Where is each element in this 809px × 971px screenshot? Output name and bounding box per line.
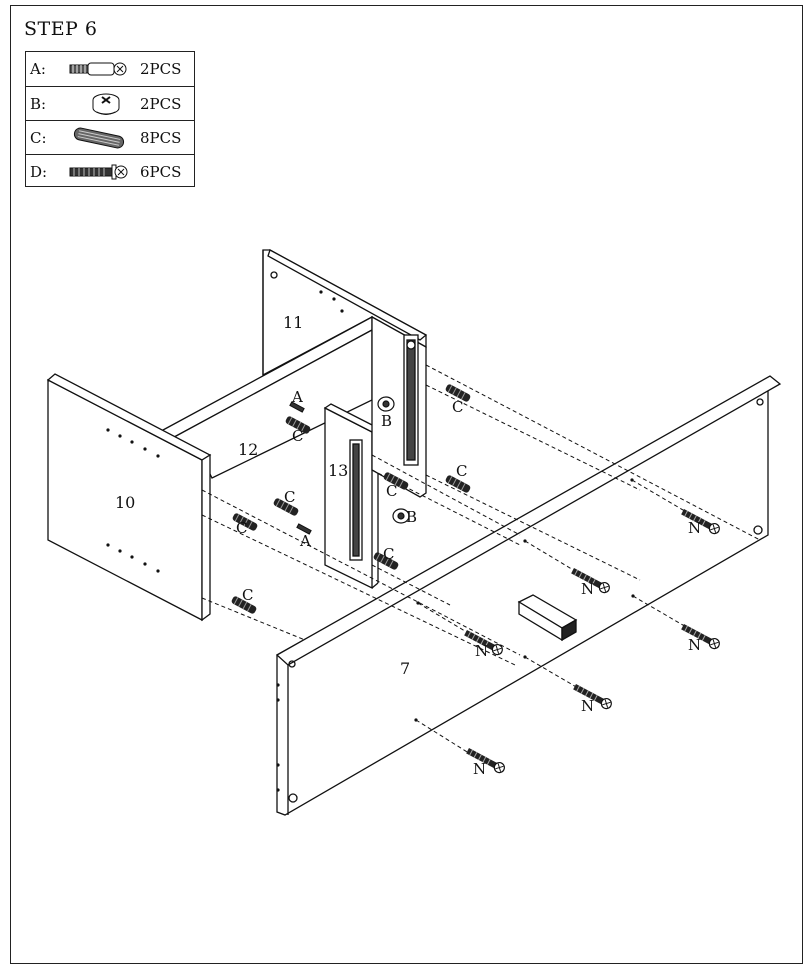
part-letter: C: bbox=[30, 129, 47, 147]
parts-row-b: B: 2PCS bbox=[26, 86, 194, 120]
connector-block bbox=[517, 594, 578, 642]
panel-10 bbox=[46, 373, 212, 622]
callout-n: N bbox=[475, 642, 488, 660]
panel-label-7: 7 bbox=[400, 659, 410, 678]
callout-c: C bbox=[383, 545, 394, 563]
panel-12 bbox=[162, 315, 373, 479]
cam-bolt-icon bbox=[69, 62, 127, 76]
parts-row-a: A: 2PCS bbox=[26, 52, 194, 86]
panel-label-11: 11 bbox=[283, 313, 303, 332]
instruction-frame bbox=[10, 5, 803, 964]
callout-b: B bbox=[381, 412, 392, 430]
callout-n: N bbox=[688, 636, 701, 654]
callout-c: C bbox=[452, 398, 463, 416]
cam-bolt-group bbox=[289, 401, 312, 535]
cam-lock-icon bbox=[92, 93, 120, 115]
part-qty: 2PCS bbox=[140, 60, 182, 78]
step-title: STEP 6 bbox=[24, 18, 98, 40]
callout-n: N bbox=[473, 760, 486, 778]
callout-n: N bbox=[688, 519, 701, 537]
part-letter: D: bbox=[30, 163, 48, 181]
part-letter: A: bbox=[30, 60, 46, 78]
part-qty: 2PCS bbox=[140, 95, 182, 113]
part-qty: 6PCS bbox=[140, 163, 182, 181]
wooden-dowel-icon bbox=[73, 127, 125, 149]
callout-c: C bbox=[242, 586, 253, 604]
panel-13 bbox=[323, 403, 380, 590]
parts-row-d: D: 6PCS bbox=[26, 154, 194, 188]
callout-a: A bbox=[299, 532, 311, 550]
callout-a: A bbox=[291, 388, 303, 406]
panel-label-13: 13 bbox=[328, 461, 348, 480]
panel-label-10: 10 bbox=[115, 493, 135, 512]
parts-row-c: C: 8PCS bbox=[26, 120, 194, 154]
drawer-slide-right bbox=[371, 315, 427, 498]
panel-7 bbox=[275, 375, 782, 816]
cam-lock-group bbox=[377, 396, 410, 524]
callout-n: N bbox=[581, 580, 594, 598]
callout-c: C bbox=[284, 488, 295, 506]
screw-icon bbox=[69, 164, 128, 180]
callout-c: C bbox=[292, 427, 303, 445]
callout-n: N bbox=[581, 697, 594, 715]
callout-b: B bbox=[406, 508, 417, 526]
callout-c: C bbox=[456, 462, 467, 480]
parts-list-table: A: 2PCS B: 2PCS C: 8PCS D: bbox=[25, 51, 195, 187]
callout-c: C bbox=[236, 519, 247, 537]
panel-label-12: 12 bbox=[238, 440, 258, 459]
part-letter: B: bbox=[30, 95, 47, 113]
callout-c: C bbox=[386, 482, 397, 500]
part-qty: 8PCS bbox=[140, 129, 182, 147]
